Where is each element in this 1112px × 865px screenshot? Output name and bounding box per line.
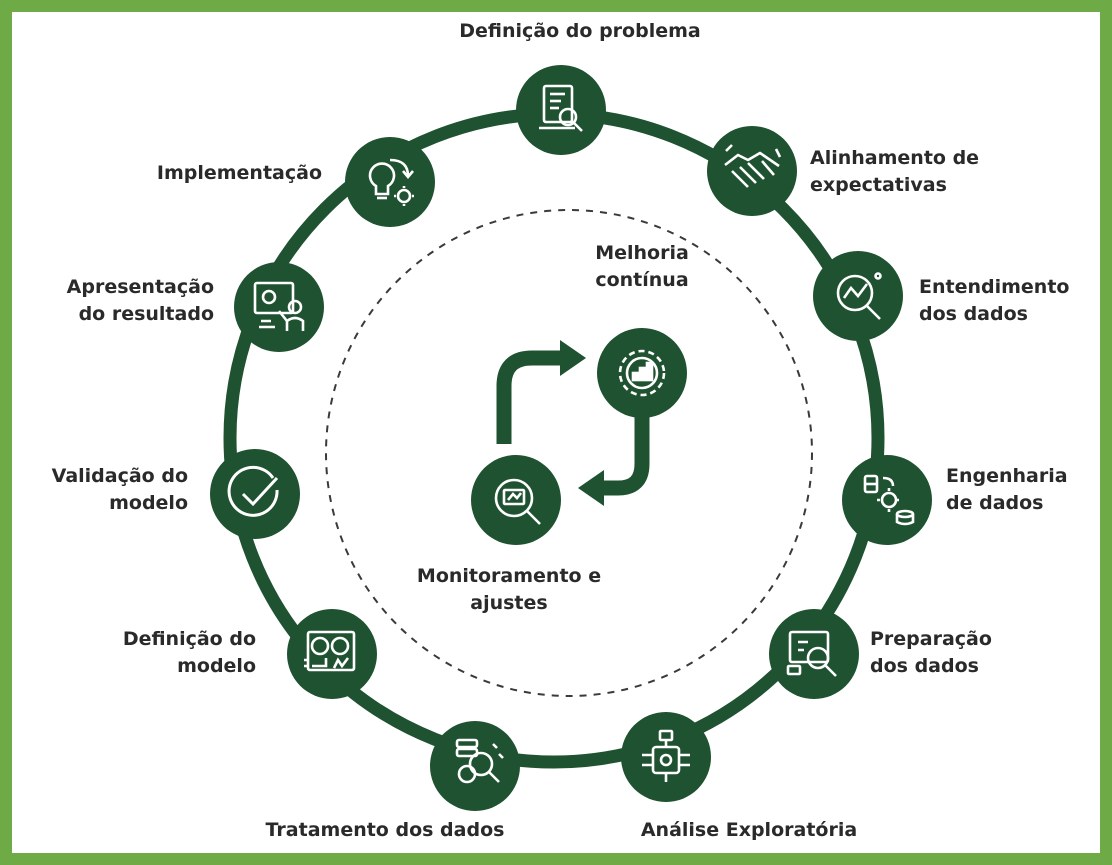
inner-label-melhoria: Melhoria contínua	[595, 242, 689, 291]
screen-magnifier-icon	[786, 630, 837, 677]
step-label-tratamento: Tratamento dos dados	[265, 819, 505, 841]
presentation-board-icon	[253, 281, 305, 331]
step-label-apresentacao: Apresentação do resultado	[66, 276, 214, 325]
step-node-implementacao	[345, 137, 435, 227]
step-label-entendimento: Entendimento dos dados	[919, 276, 1070, 325]
step-node-alinhamento	[707, 126, 797, 216]
inner-node-monitoramento	[471, 455, 561, 545]
handshake-icon	[724, 144, 782, 188]
step-node-entendimento	[813, 251, 903, 341]
step-label-definicao-modelo: Definição do modelo	[122, 628, 256, 677]
step-node-apresentacao	[234, 262, 324, 352]
step-node-definicao-modelo	[287, 609, 377, 699]
step-label-preparacao: Preparação dos dados	[870, 628, 992, 677]
inner-dashed-ring	[325, 209, 813, 697]
model-dashboard-icon	[304, 630, 356, 672]
arrow-down-to-monitoring	[602, 414, 650, 496]
chart-magnifier-icon	[836, 272, 882, 320]
step-label-validacao: Validação do modelo	[51, 465, 188, 514]
step-label-analise: Análise Exploratória	[640, 819, 858, 841]
step-node-definicao-problema	[516, 65, 606, 155]
step-node-engenharia	[842, 455, 932, 545]
step-node-analise	[621, 712, 711, 802]
monitor-magnifier-icon	[494, 478, 541, 525]
step-label-implementacao: Implementação	[156, 162, 322, 184]
gear-chart-icon	[618, 349, 666, 397]
circuit-search-icon	[642, 729, 690, 782]
arrow-head-left	[578, 470, 604, 506]
cycle-diagram	[210, 65, 932, 811]
inner-node-melhoria	[597, 328, 687, 418]
arrow-head-right	[560, 340, 586, 376]
document-magnifier-icon	[539, 84, 583, 132]
step-label-engenharia: Engenharia de dados	[946, 465, 1068, 514]
arrow-up-to-improvement	[496, 350, 562, 444]
data-gear-icon	[863, 474, 915, 526]
step-label-definicao-problema: Definição do problema	[459, 20, 701, 42]
step-label-alinhamento: Alinhamento de expectativas	[810, 147, 980, 196]
lightbulb-gear-icon	[368, 158, 414, 206]
database-gear-magnifier-icon	[455, 738, 504, 784]
inner-label-monitoramento: Monitoramento e ajustes	[416, 565, 602, 614]
step-node-preparacao	[769, 609, 859, 699]
step-node-validacao	[210, 449, 300, 539]
check-circle-icon	[227, 465, 279, 517]
step-node-tratamento	[430, 721, 520, 811]
